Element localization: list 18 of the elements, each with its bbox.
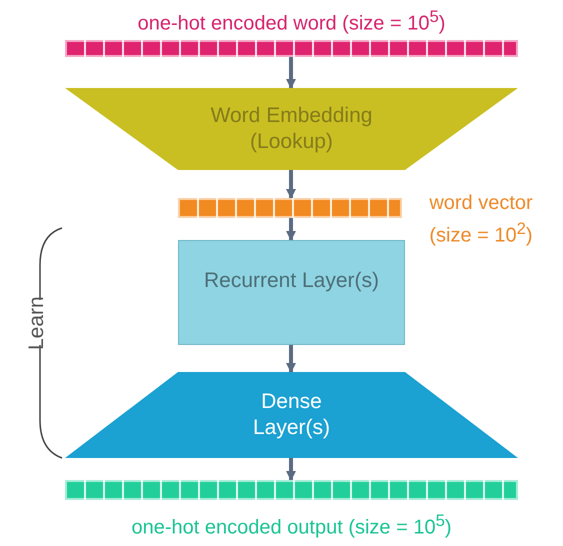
arrow: [286, 218, 296, 241]
arrow: [286, 170, 296, 199]
size-caption: word vector (size = 10$^{2}$): [428, 191, 534, 249]
output-vector-bar: [65, 480, 518, 500]
recurrent-layer-box: [178, 240, 405, 345]
dense-layer-trapezoid: [65, 372, 518, 458]
embedding-layer-trapezoid: [65, 88, 518, 170]
arrow: [286, 458, 296, 481]
bracket-label: Learn: [25, 296, 49, 350]
layer-label: Dense Layer(s): [252, 389, 332, 441]
arrow: [286, 57, 296, 89]
layer-label: Recurrent Layer(s): [202, 268, 380, 294]
size-caption: one-hot encoded word (size = 10$^{5}$): [136, 6, 446, 37]
layer-label: Word Embedding (Lookup): [210, 103, 374, 155]
size-caption: one-hot encoded output (size = 10$^{5}$): [130, 510, 453, 541]
arrow: [286, 345, 296, 373]
word-vector-bar: [178, 198, 402, 218]
input-vector-bar: [65, 40, 518, 57]
